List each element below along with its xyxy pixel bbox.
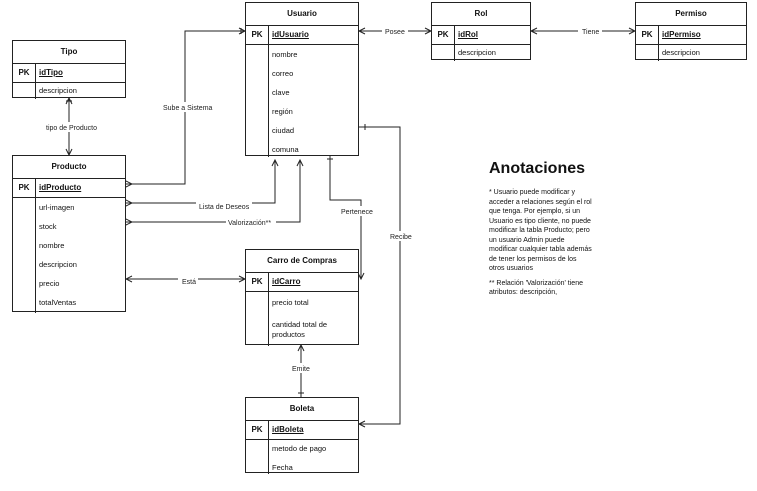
entity-title: Producto [13,156,125,179]
pk-field: idUsuario [272,30,309,39]
cardinality-marker [66,98,72,104]
cardinality-marker [531,28,537,34]
attribute-list: descripcion [432,45,530,61]
attribute: Fecha [272,463,293,472]
pk-field: idProducto [39,183,82,192]
entity-title: Carro de Compras [246,250,358,273]
attribute: descripcion [39,86,77,95]
entity-title: Boleta [246,398,358,421]
rel-label-tipo-de-producto: tipo de Producto [46,125,97,132]
cardinality-marker [126,276,132,282]
rel-label-posee: Posee [385,29,405,36]
pk-label: PK [432,26,455,44]
cardinality-marker [272,160,278,166]
cardinality-marker [126,219,132,225]
rel-label-pertenece: Pertenece [341,209,373,216]
pk-row: PK idTipo [13,64,125,83]
rel-line-lista-de-deseos [126,160,275,203]
rel-line-pertenece [330,156,361,279]
attribute-list: precio total cantidad total de productos [246,292,358,346]
attribute: descripcion [662,48,700,57]
rel-label-emite: Emite [292,366,310,373]
pk-row: PK idRol [432,26,530,45]
pk-row: PK idCarro [246,273,358,292]
pk-label: PK [246,273,269,291]
rel-label-valorizacion: Valorización** [228,220,271,227]
attribute: comuna [272,145,299,154]
pk-label: PK [13,64,36,82]
attribute: clave [272,88,290,97]
attribute: cantidad total de productos [272,320,328,339]
attribute-list: metodo de pago Fecha [246,440,358,474]
pk-row: PK idProducto [13,179,125,198]
annotation-note-2: ** Relación 'Valorización' tiene atribut… [489,279,583,297]
cardinality-marker [126,181,132,187]
cardinality-marker [126,200,132,206]
rel-line-valorizacion [126,160,300,222]
attribute: precio total [272,298,309,307]
pk-label: PK [246,421,269,439]
entity-permiso[interactable]: Permiso PK idPermiso descripcion [635,2,747,61]
pk-row: PK idBoleta [246,421,358,440]
entity-title: Usuario [246,3,358,26]
entity-carro-de-compras[interactable]: Carro de Compras PK idCarro precio total… [245,249,359,346]
pk-row: PK idUsuario [246,26,358,45]
cardinality-marker [298,345,304,351]
pk-field: idTipo [39,68,63,77]
cardinality-marker [358,273,364,279]
entity-usuario[interactable]: Usuario PK idUsuario nombre correo clave… [245,2,359,157]
pk-field: idRol [458,30,478,39]
attribute-list: url-imagen stock nombre descripcion prec… [13,198,125,313]
attribute: url-imagen [39,203,75,212]
entity-title: Permiso [636,3,746,26]
attribute: región [272,107,293,116]
pk-label: PK [636,26,659,44]
rel-label-recibe: Recibe [390,234,412,241]
attribute-list: descripcion [13,83,125,99]
cardinality-marker [297,160,303,166]
pk-field: idBoleta [272,425,304,434]
annotations-title: Anotaciones [489,160,586,177]
attribute: totalVentas [39,298,77,307]
annotations-panel: Anotaciones * Usuario puede modificar y … [489,160,659,303]
rel-label-sube-a-sistema: Sube a Sistema [163,105,213,112]
cardinality-marker [359,28,365,34]
entity-producto[interactable]: Producto PK idProducto url-imagen stock … [12,155,126,313]
rel-label-lista-de-deseos: Lista de Deseos [199,204,250,211]
attribute: nombre [39,241,65,250]
attribute: nombre [272,50,298,59]
pk-field: idPermiso [662,30,701,39]
cardinality-marker [359,421,365,427]
annotation-note-1: * Usuario puede modificar y acceder a re… [489,189,592,272]
attribute-list: descripcion [636,45,746,61]
attribute: metodo de pago [272,444,327,453]
attribute: stock [39,222,57,231]
attribute: correo [272,69,294,78]
pk-row: PK idPermiso [636,26,746,45]
pk-label: PK [13,179,36,197]
entity-boleta[interactable]: Boleta PK idBoleta metodo de pago Fecha [245,397,359,474]
attribute: descripcion [39,260,77,269]
rel-label-esta: Está [182,279,196,286]
attribute: ciudad [272,126,295,135]
entity-title: Rol [432,3,530,26]
pk-label: PK [246,26,269,44]
entity-title: Tipo [13,41,125,64]
entity-tipo[interactable]: Tipo PK idTipo descripcion [12,40,126,99]
attribute-list: nombre correo clave región ciudad comuna [246,45,358,157]
attribute: descripcion [458,48,496,57]
entity-rol[interactable]: Rol PK idRol descripcion [431,2,531,61]
pk-field: idCarro [272,277,301,286]
attribute: precio [39,279,60,288]
rel-line-recibe [359,127,400,424]
rel-label-tiene: Tiene [582,29,599,36]
